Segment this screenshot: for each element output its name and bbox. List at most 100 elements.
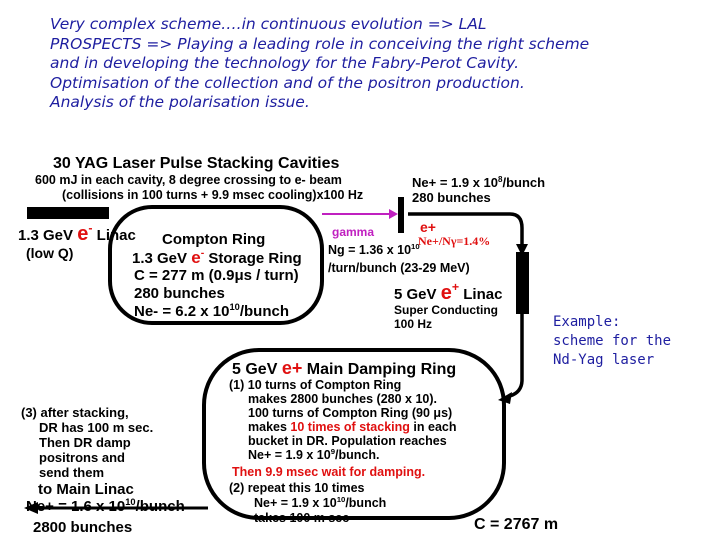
linac-positron-letter: e	[440, 282, 452, 304]
note-line: DR has 100 m sec.	[39, 420, 154, 435]
intro-line: PROSPECTS => Playing a leading role in c…	[50, 34, 590, 53]
damping-ring-name: Main Damping Ring	[306, 361, 457, 378]
main-linac-population-unit: /bunch	[135, 498, 185, 515]
final-population-unit: /bunch	[345, 496, 387, 510]
stacking-notes: (3) after stacking, DR has 100 m sec. Th…	[21, 405, 153, 480]
storage-electron-symbol: e-	[191, 248, 204, 267]
linac-1-name: Linac	[96, 227, 136, 244]
stacking-line-1: 600 mJ in each cavity, 8 degree crossing…	[35, 173, 342, 187]
compton-population-unit: /bunch	[239, 303, 289, 320]
laser-cavity-target	[398, 197, 404, 233]
main-linac-population: Ne+ = 1.6 x 1010/bunch	[26, 496, 185, 515]
example-note: Example: scheme for the Nd-Yag laser	[553, 313, 671, 370]
compton-population-exp: 10	[229, 301, 240, 312]
linac-1-label: 1.3 GeV e- Linac	[18, 220, 136, 246]
positron-top-exp: 8	[498, 174, 503, 184]
intro-line: Analysis of the polarisation issue.	[50, 93, 310, 111]
electron-charge: -	[88, 220, 93, 235]
final-population-exp: 10	[336, 494, 346, 504]
positron-top-unit: /bunch	[502, 175, 546, 190]
intro-text: Very complex scheme….in continuous evolu…	[50, 15, 690, 113]
damping-repeat: (2) repeat this 10 times	[229, 481, 365, 495]
damping-final-population: Ne+ = 1.9 x 1010/bunch	[254, 496, 386, 510]
linac-5gev-label: 5 GeV e+ Linac	[394, 279, 503, 305]
gamma-energy: /turn/bunch (23-29 MeV)	[328, 261, 470, 275]
main-linac-bunches: 2800 bunches	[33, 519, 133, 536]
positron-label: e+	[420, 219, 436, 235]
example-line: Example:	[553, 314, 621, 330]
stacking-times-highlight: 10 times of stacking	[290, 420, 410, 434]
stacking-in-each: in each	[413, 420, 457, 434]
stacking-line-2: (collisions in 100 turns + 9.9 msec cool…	[62, 188, 364, 202]
positron-gamma-ratio: Ne+/Nγ=1.4%	[418, 234, 491, 248]
note-line: (3) after stacking,	[21, 405, 129, 420]
damping-population-base: Ne+ = 1.9 x 10	[248, 448, 331, 462]
linac-5gev-bar	[516, 252, 529, 314]
main-linac-population-exp: 10	[125, 496, 136, 507]
storage-ring-label: 1.3 GeV e- Storage Ring	[132, 248, 302, 268]
electron-symbol: e-	[77, 220, 93, 245]
positron-top-bunches: 280 bunches	[412, 190, 491, 205]
linac-1-energy: 1.3 GeV	[18, 227, 74, 244]
extraction-arrow-head	[24, 502, 38, 514]
damping-ring-title: 5 GeV e+ Main Damping Ring	[232, 358, 456, 379]
damping-ring-particle: e+	[281, 358, 303, 378]
positron-top-population: Ne+ = 1.9 x 108/bunch	[412, 175, 545, 190]
main-linac-label: to Main Linac	[38, 481, 134, 498]
stacking-makes: makes	[248, 420, 287, 434]
electron-letter: e	[77, 223, 89, 245]
damping-population: Ne+ = 1.9 x 109/bunch.	[248, 448, 379, 462]
storage-electron-letter: e	[191, 248, 201, 267]
main-linac-population-base: Ne+ = 1.6 x 10	[26, 498, 126, 515]
note-line: Then DR damp	[39, 435, 131, 450]
damping-stacking-times: makes 10 times of stacking in each	[248, 420, 456, 434]
linac-5gev-type: Super Conducting	[394, 303, 498, 317]
damping-ring-loop	[202, 348, 506, 520]
damping-stacking-turns: 100 turns of Compton Ring (90 μs)	[248, 406, 453, 420]
positron-top-base: Ne+ = 1.9 x 10	[412, 175, 499, 190]
intro-line: Very complex scheme….in continuous evolu…	[50, 15, 487, 33]
transport-arrow-head	[516, 244, 528, 256]
positron-transport-line	[408, 212, 524, 250]
linac-5gev-name: Linac	[463, 286, 503, 303]
final-population-base: Ne+ = 1.9 x 10	[254, 496, 337, 510]
note-line: positrons and	[39, 450, 125, 465]
compton-circumference: C = 277 m (0.9μs / turn)	[134, 267, 299, 284]
damping-population-unit: /bunch.	[335, 448, 380, 462]
linac-to-ring-line	[509, 314, 524, 398]
gamma-arrow-head	[389, 209, 398, 219]
linac-5gev-rate: 100 Hz	[394, 317, 433, 331]
gamma-yield-exp: 10	[411, 241, 420, 251]
gamma-yield-base: Ng = 1.36 x 10	[328, 243, 412, 257]
compton-population: Ne- = 6.2 x 1010/bunch	[134, 301, 289, 320]
damping-wait: Then 9.9 msec wait for damping.	[232, 465, 426, 479]
linac-5gev-energy: 5 GeV	[394, 286, 437, 303]
damping-duration: takes 100 m sec	[254, 511, 350, 525]
compton-ring-loop	[108, 205, 324, 325]
compton-ring-title: Compton Ring	[162, 231, 266, 248]
compton-bunches: 280 bunches	[134, 285, 225, 302]
damping-step-1: (1) 10 turns of Compton Ring	[229, 378, 402, 392]
damping-circumference: C = 2767 m	[474, 516, 559, 533]
intro-line: and in developing the technology for the…	[50, 54, 520, 72]
compton-population-base: Ne- = 6.2 x 10	[134, 303, 230, 320]
damping-population-exp: 9	[330, 446, 336, 456]
linac-1-note: (low Q)	[26, 245, 74, 261]
damping-ring-energy: 5 GeV	[232, 361, 278, 378]
damping-step-1-detail: makes 2800 bunches (280 x 10).	[248, 392, 438, 406]
linac-positron-symbol: e+	[440, 279, 460, 304]
stacking-title: 30 YAG Laser Pulse Stacking Cavities	[53, 155, 340, 172]
note-line: send them	[39, 465, 105, 480]
storage-ring-name: Storage Ring	[208, 250, 302, 267]
gamma-label: gamma	[332, 225, 375, 239]
gamma-yield: Ng = 1.36 x 1010	[328, 243, 420, 257]
intro-line: Optimisation of the collection and of th…	[50, 73, 525, 92]
storage-electron-charge: -	[200, 247, 205, 260]
linac-positron-charge: +	[451, 279, 460, 294]
example-line: Nd-Yag laser	[553, 352, 655, 368]
damping-bucket-line: bucket in DR. Population reaches	[248, 434, 447, 448]
linac-1-bar	[27, 207, 109, 219]
compton-energy: 1.3 GeV	[132, 250, 188, 267]
example-line: scheme for the	[553, 333, 672, 349]
